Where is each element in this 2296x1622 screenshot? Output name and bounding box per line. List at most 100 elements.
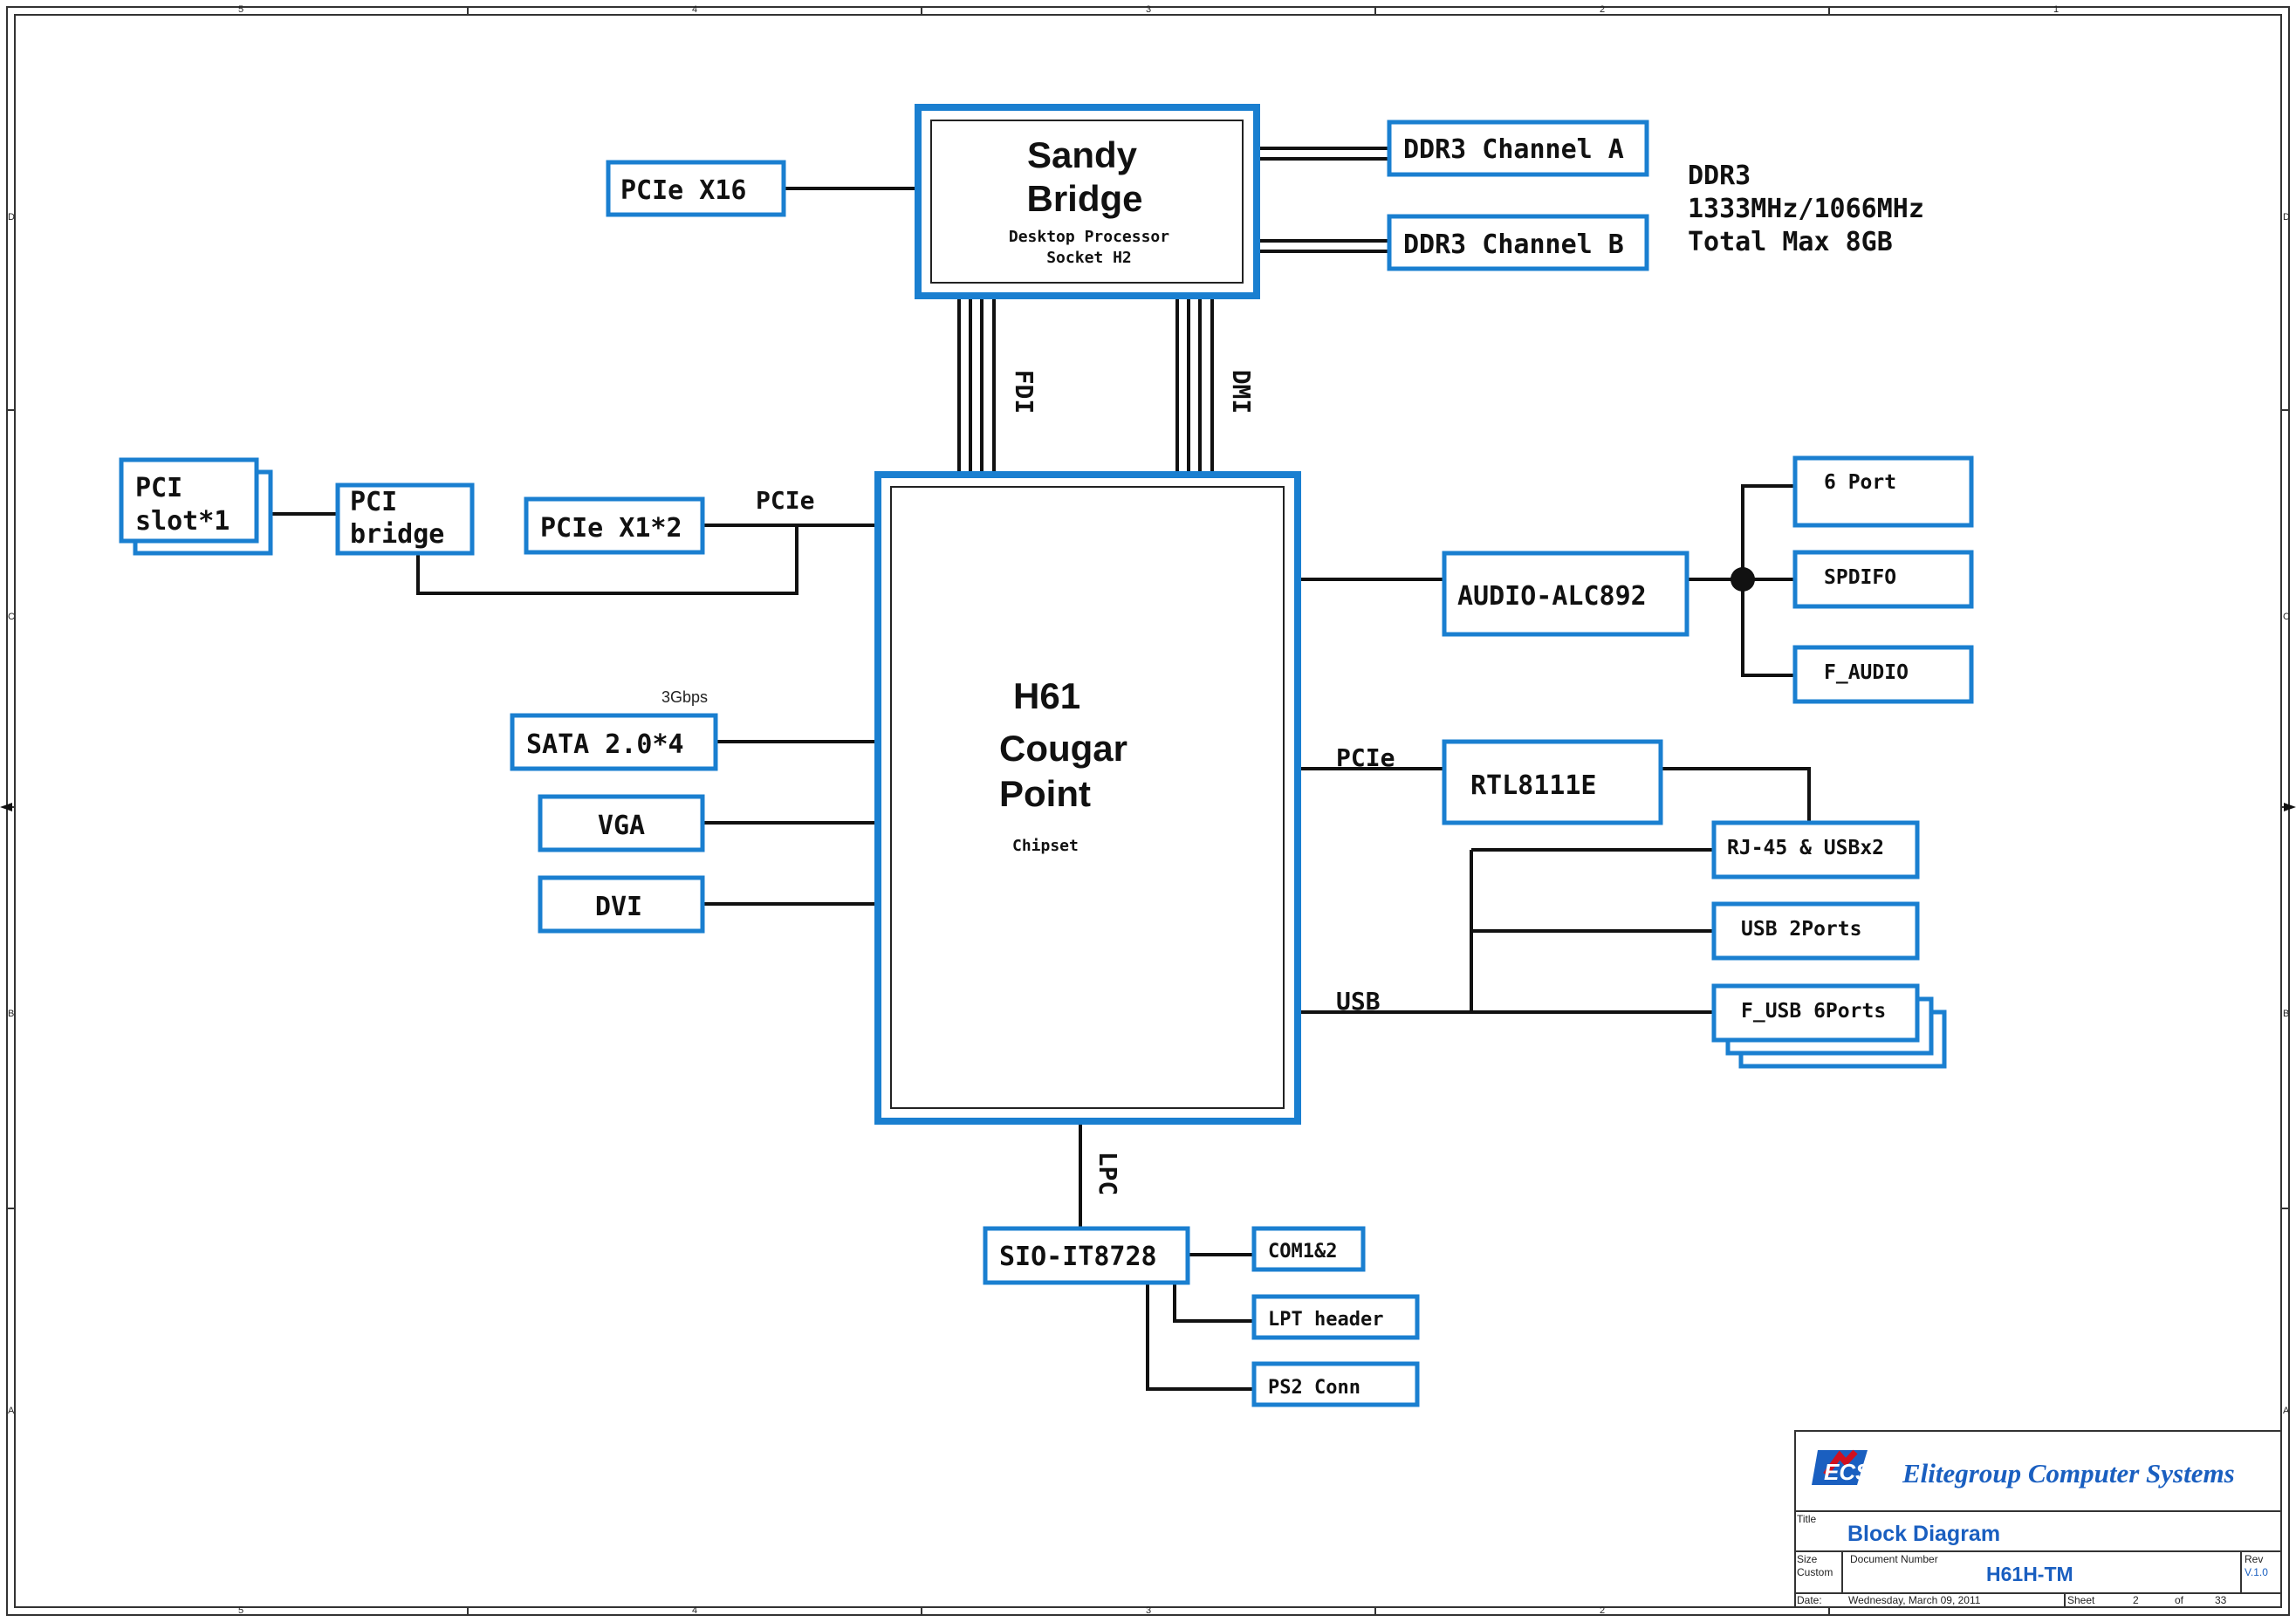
pci-slot-label-line1: PCI	[135, 473, 182, 503]
cpu-name-line2: Bridge	[1026, 178, 1142, 219]
zone-top-4: 4	[692, 4, 697, 15]
size-field-label: Size	[1797, 1553, 1818, 1565]
com-label: COM1&2	[1268, 1241, 1337, 1263]
cpu-name-line1: Sandy	[1027, 134, 1138, 175]
company-name: Elitegroup Computer Systems	[1902, 1458, 2235, 1489]
lpt-box[interactable]: LPT header	[1251, 1294, 1420, 1340]
cpu-sub2: Socket H2	[1046, 249, 1132, 267]
chipset-sub: Chipset	[1012, 837, 1079, 855]
vga-label: VGA	[598, 811, 645, 841]
docnum-field-label: Document Number	[1850, 1553, 1938, 1565]
pcie-x16-box[interactable]: PCIe X16	[606, 160, 786, 217]
zone-left-d: D	[8, 212, 15, 222]
sheet-total: 33	[2215, 1594, 2227, 1606]
of-label: of	[2175, 1594, 2184, 1606]
zone-top-5: 5	[238, 4, 243, 15]
pci-bridge-box[interactable]: PCI bridge	[335, 482, 475, 556]
rj45-box[interactable]: RJ-45 & USBx2	[1711, 820, 1920, 879]
date-field-label: Date:	[1797, 1594, 1822, 1606]
cpu-sub1: Desktop Processor	[1009, 228, 1169, 246]
sheet-field-label: Sheet	[2067, 1594, 2095, 1606]
zone-bottom-4: 4	[692, 1605, 697, 1616]
cpu-block[interactable]: Sandy Bridge Desktop Processor Socket H2	[915, 104, 1260, 299]
six-port-box[interactable]: 6 Port	[1792, 455, 1974, 528]
spdifo-box[interactable]: SPDIFO	[1792, 550, 1974, 609]
document-number: H61H-TM	[1986, 1563, 2073, 1585]
rj45-label: RJ-45 & USBx2	[1727, 837, 1884, 859]
lan-label: RTL8111E	[1470, 770, 1597, 801]
memory-note: DDR3 1333MHz/1066MHz Total Max 8GB	[1688, 161, 1924, 257]
pcie-x1-box[interactable]: PCIe X1*2	[524, 496, 705, 555]
sata-box[interactable]: SATA 2.0*4	[510, 713, 718, 771]
memory-note-line3: Total Max 8GB	[1688, 227, 1893, 257]
diagram-title: Block Diagram	[1847, 1522, 2000, 1546]
chipset-name-line2: Cougar	[999, 728, 1127, 769]
chipset-block[interactable]: H61 Cougar Point Chipset	[874, 471, 1301, 1125]
wires	[272, 147, 1811, 1391]
lpt-label: LPT header	[1268, 1309, 1383, 1331]
zone-bottom-5: 5	[238, 1605, 243, 1616]
sata-speed-label: 3Gbps	[661, 688, 708, 706]
com-box[interactable]: COM1&2	[1251, 1226, 1366, 1272]
wire-ps2	[1146, 1281, 1254, 1391]
zone-left-a: A	[8, 1406, 15, 1416]
ddr3-channel-a-label: DDR3 Channel A	[1403, 134, 1624, 165]
wire-pci-bridge	[416, 524, 878, 595]
zone-right-c: C	[2283, 612, 2290, 622]
f-usb-box[interactable]: F_USB 6Ports	[1711, 983, 1947, 1069]
zone-right-a: A	[2283, 1406, 2290, 1416]
center-arrow-left	[0, 803, 12, 811]
spdifo-label: SPDIFO	[1824, 566, 1896, 589]
lan-box[interactable]: RTL8111E	[1442, 739, 1663, 825]
pci-bridge-label-line2: bridge	[350, 519, 444, 550]
usb2-box[interactable]: USB 2Ports	[1711, 901, 1920, 961]
center-arrow-right	[2284, 803, 2296, 811]
bus-label-pcie-left: PCIe	[756, 486, 814, 515]
chipset-name-line3: Point	[999, 773, 1091, 814]
dvi-label: DVI	[595, 892, 642, 922]
ddr3-channel-a-box[interactable]: DDR3 Channel A	[1387, 120, 1649, 177]
sio-box[interactable]: SIO-IT8728	[983, 1226, 1190, 1285]
ps2-box[interactable]: PS2 Conn	[1251, 1361, 1420, 1407]
title-field-label: Title	[1797, 1513, 1817, 1525]
pci-bridge-label-line1: PCI	[350, 487, 397, 517]
zone-top-1: 1	[2053, 4, 2059, 15]
six-port-label: 6 Port	[1824, 471, 1896, 494]
bus-label-fdi: FDI	[1010, 370, 1038, 414]
rev-field-label: Rev	[2245, 1553, 2263, 1565]
pci-slot-label-line2: slot*1	[135, 506, 230, 537]
zone-right-d: D	[2283, 212, 2290, 222]
ddr3-channel-b-box[interactable]: DDR3 Channel B	[1387, 214, 1649, 271]
f-audio-label: F_AUDIO	[1824, 661, 1909, 684]
zone-left-c: C	[8, 612, 15, 622]
drawing-frame	[6, 6, 2290, 1616]
zone-right-b: B	[2283, 1009, 2289, 1019]
bus-label-pcie-right: PCIe	[1336, 743, 1395, 772]
logo-text: ECS	[1824, 1459, 1871, 1485]
memory-note-line2: 1333MHz/1066MHz	[1688, 194, 1924, 224]
bus-label-dmi: DMI	[1227, 370, 1256, 414]
sio-label: SIO-IT8728	[999, 1242, 1157, 1272]
size-value: Custom	[1797, 1566, 1833, 1578]
ecs-logo: ECS	[1812, 1449, 1871, 1485]
f-usb-label: F_USB 6Ports	[1741, 1000, 1886, 1023]
audio-box[interactable]: AUDIO-ALC892	[1442, 551, 1689, 637]
bus-label-lpc: LPC	[1093, 1152, 1122, 1196]
ps2-label: PS2 Conn	[1268, 1377, 1360, 1399]
vga-box[interactable]: VGA	[538, 794, 705, 852]
memory-note-line1: DDR3	[1688, 161, 1751, 191]
title-block: ECS Elitegroup Computer Systems Title Bl…	[1794, 1430, 2282, 1608]
zone-left-b: B	[8, 1009, 14, 1019]
audio-junction-dot	[1731, 567, 1755, 592]
pci-slot-box[interactable]: PCI slot*1	[119, 457, 273, 556]
sata-label: SATA 2.0*4	[526, 729, 684, 760]
usb2-label: USB 2Ports	[1741, 918, 1861, 941]
audio-label: AUDIO-ALC892	[1457, 581, 1647, 612]
f-audio-box[interactable]: F_AUDIO	[1792, 645, 1974, 704]
pcie-x1-label: PCIe X1*2	[540, 513, 682, 544]
chipset-name-line1: H61	[1013, 675, 1080, 716]
ddr3-channel-b-label: DDR3 Channel B	[1403, 229, 1624, 260]
dvi-box[interactable]: DVI	[538, 875, 705, 934]
zone-top-3: 3	[1146, 4, 1151, 15]
